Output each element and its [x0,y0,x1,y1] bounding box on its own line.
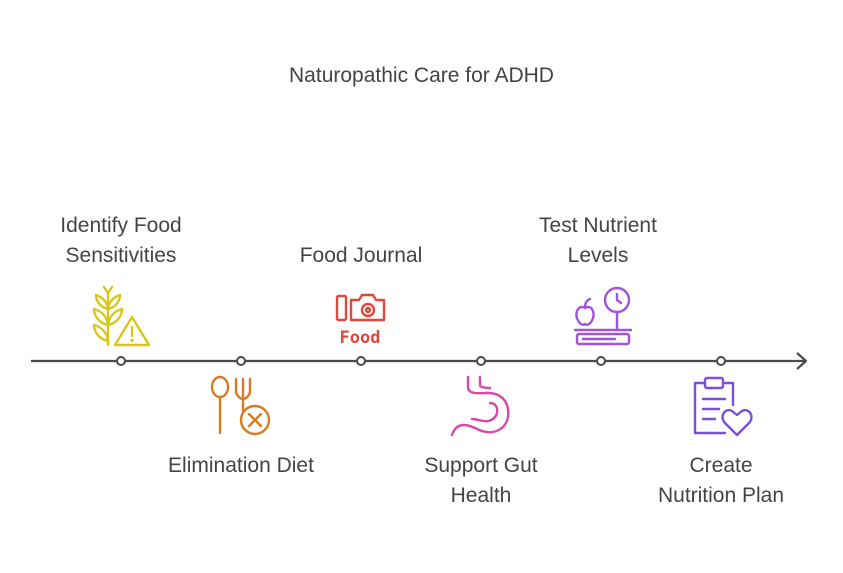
timeline-dot-1 [116,356,126,366]
clipboard-heart-icon [693,376,753,437]
food-camera-icon: Food [335,293,386,348]
utensils-cancel-icon [210,375,271,436]
step-4-label: Support Gut Health [424,454,538,507]
step-6-label: Create Nutrition Plan [657,454,785,507]
food-text: Food [340,328,381,348]
timeline-dot-2 [236,356,246,366]
timeline-dot-5 [596,356,606,366]
diagram-title: Naturopathic Care for ADHD [289,64,554,87]
timeline-arrowhead [796,352,808,370]
timeline-dot-6 [716,356,726,366]
scale-apple-icon [573,286,633,346]
timeline-dot-4 [476,356,486,366]
step-2-label: Elimination Diet [168,454,314,477]
step-5-label: Test Nutrient Levels [539,214,657,267]
wheat-warning-icon [92,285,151,347]
step-3-label: Food Journal [299,244,423,267]
stomach-icon [450,375,510,437]
timeline-dot-3 [356,356,366,366]
step-1-label: Identify Food Sensitivities [60,214,182,267]
